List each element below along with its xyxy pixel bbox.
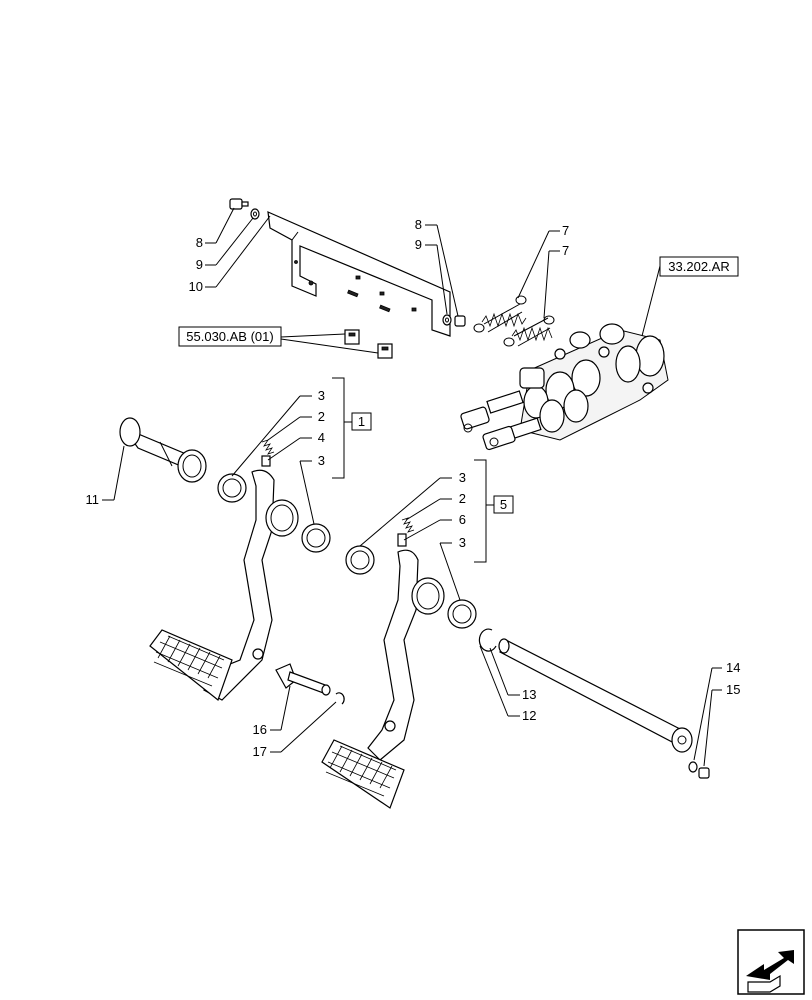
callout-3: 3 (318, 453, 325, 468)
pedal-shaft-part-14 (498, 638, 693, 753)
leader-lines (102, 207, 722, 767)
spring-part-7a (473, 295, 527, 333)
callout-7: 7 (562, 223, 569, 238)
callout-10: 10 (189, 279, 203, 294)
next-page-arrow-icon[interactable] (737, 929, 805, 995)
pin-part-16 (275, 663, 331, 696)
callout-17: 17 (253, 744, 267, 759)
callout-6: 6 (459, 512, 466, 527)
pedal-tube-part-11 (119, 417, 207, 483)
circlip-part-13 (478, 628, 497, 652)
callout-2: 2 (459, 491, 466, 506)
reference-label: 55.030.AB (01) (186, 329, 273, 344)
brake-master-cylinder (460, 323, 669, 451)
stop-switch-part (344, 329, 393, 359)
callout-9: 9 (415, 237, 422, 252)
reference-box-55030[interactable]: 55.030.AB (01) (178, 326, 282, 347)
spring-part-7b (503, 315, 555, 347)
bolt-part-15 (698, 767, 710, 779)
spring-part-2b (397, 517, 415, 547)
bushing-part-3a (217, 473, 247, 503)
washer-part-9b (442, 314, 452, 326)
bushing-part-3c (345, 545, 375, 575)
bolt-part-8b (454, 315, 466, 327)
callout-8: 8 (415, 217, 422, 232)
callout-9: 9 (196, 257, 203, 272)
callout-3: 3 (318, 388, 325, 403)
clip-part-17 (335, 692, 345, 705)
callout-14: 14 (726, 660, 740, 675)
brake-pedal-left (149, 469, 299, 701)
brake-pedal-right (321, 549, 445, 809)
group-box-1[interactable]: 1 (351, 412, 372, 431)
callout-7: 7 (562, 243, 569, 258)
callout-8: 8 (196, 235, 203, 250)
callout-16: 16 (253, 722, 267, 737)
callout-12: 12 (522, 708, 536, 723)
callout-13: 13 (522, 687, 536, 702)
washer-part-9a (250, 208, 260, 220)
callout-2: 2 (318, 409, 325, 424)
group-box-5[interactable]: 5 (493, 495, 514, 514)
callout-3: 3 (459, 470, 466, 485)
callout-3: 3 (459, 535, 466, 550)
washer-part-14 (688, 761, 698, 773)
bolt-part-8a (229, 198, 249, 210)
callout-15: 15 (726, 682, 740, 697)
reference-label: 33.202.AR (668, 259, 729, 274)
group-label: 1 (358, 414, 365, 429)
group-label: 5 (500, 497, 507, 512)
callout-11: 11 (86, 492, 100, 507)
bushing-part-3d (447, 599, 477, 629)
spring-part-2a (261, 439, 275, 467)
bushing-part-3b (301, 523, 331, 553)
callout-4: 4 (318, 430, 325, 445)
callout-labels: 8 9 10 8 9 7 7 3 2 4 3 11 3 2 6 3 13 12 … (86, 217, 741, 759)
reference-box-33202[interactable]: 33.202.AR (659, 256, 739, 277)
bracket-part (267, 211, 451, 337)
